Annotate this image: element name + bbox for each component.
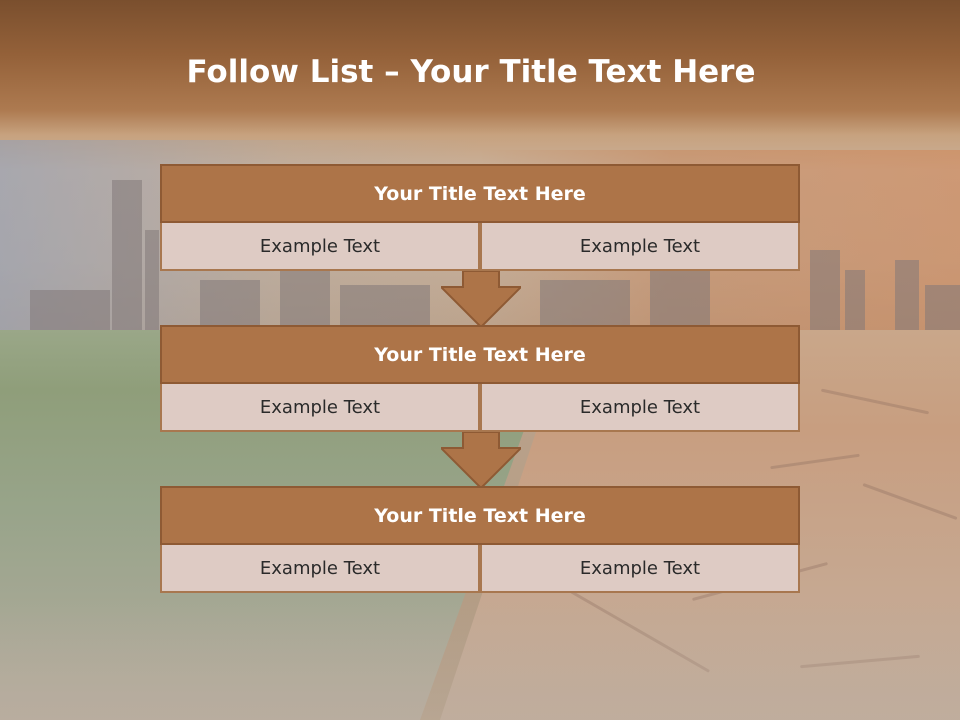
down-arrow-icon [441,271,521,327]
step-title: Your Title Text Here [160,164,800,223]
step-cell-right: Example Text [480,223,800,271]
slide-title-rest: – Your Title Text Here [373,54,756,90]
slide-title: Follow List – Your Title Text Here [0,54,942,90]
step-box-2: Your Title Text Here Example Text Exampl… [160,325,800,432]
step-row: Example Text Example Text [160,223,800,271]
step-title: Your Title Text Here [160,325,800,384]
step-box-1: Your Title Text Here Example Text Exampl… [160,164,800,271]
step-box-3: Your Title Text Here Example Text Exampl… [160,486,800,593]
step-cell-right: Example Text [480,545,800,593]
step-cell-left: Example Text [160,545,480,593]
step-cell-right: Example Text [480,384,800,432]
step-row: Example Text Example Text [160,545,800,593]
step-cell-left: Example Text [160,223,480,271]
step-title: Your Title Text Here [160,486,800,545]
step-cell-left: Example Text [160,384,480,432]
background-bottom-fade [0,600,960,720]
slide-title-bold: Follow List [186,54,374,90]
step-row: Example Text Example Text [160,384,800,432]
down-arrow-icon [441,432,521,488]
